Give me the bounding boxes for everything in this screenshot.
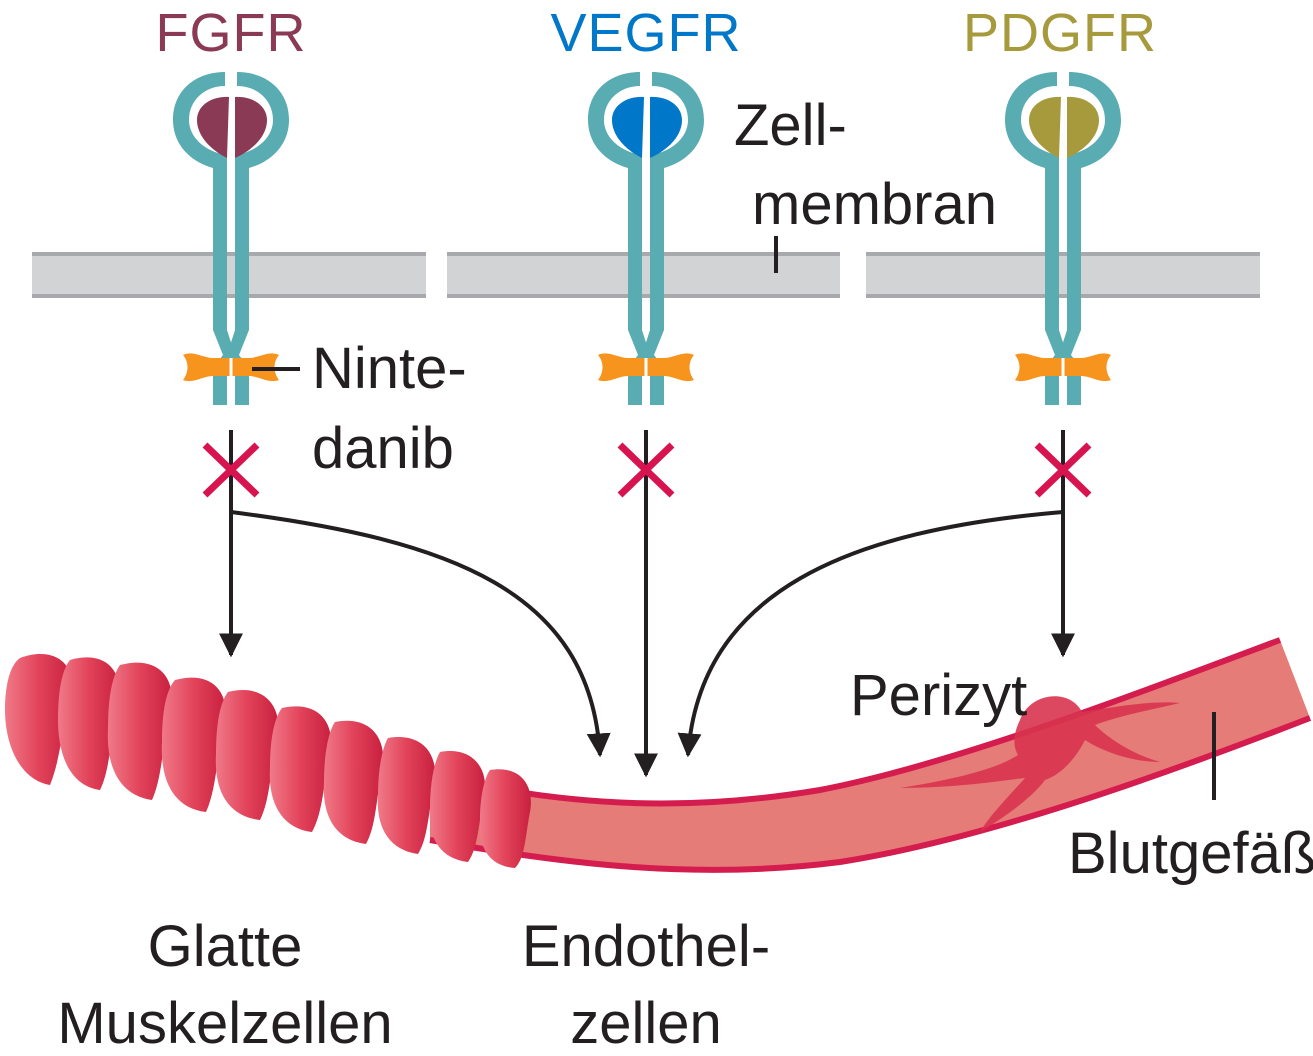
fgfr-title: FGFR: [155, 3, 307, 63]
pdgfr-title: PDGFR: [963, 3, 1157, 63]
vegfr-receptor: [588, 72, 704, 405]
membrane-label-line2: membran: [752, 172, 997, 237]
vegfr-title: VEGFR: [550, 3, 742, 63]
endothelial-label-line1: Endothel-: [521, 914, 771, 979]
smooth-muscle-label-line1: Glatte: [147, 914, 303, 979]
nintedanib-label-line1: Ninte-: [312, 336, 467, 401]
blood-vessel: [429, 637, 1312, 873]
vegf-ligand: [612, 96, 682, 158]
smooth-muscle-label-line2: Muskelzellen: [57, 991, 393, 1056]
pericyte: [900, 696, 1180, 832]
smooth-muscle-cells: [5, 654, 531, 868]
pericyte-label: Perizyt: [850, 663, 1028, 728]
pdgf-ligand: [1029, 96, 1099, 158]
vessel-pointer: [1212, 712, 1216, 800]
inhibition-crosses: [202, 442, 1092, 498]
vessel-label: Blutgefäß: [1068, 821, 1313, 886]
endothelial-label-line2: zellen: [570, 991, 722, 1056]
membrane-label-line1: Zell-: [734, 93, 847, 158]
pdgfr-receptor: [1005, 72, 1121, 405]
fgfr-receptor: [173, 72, 289, 405]
nintedanib-label-line2: danib: [312, 416, 454, 481]
fgf-ligand: [197, 96, 267, 158]
